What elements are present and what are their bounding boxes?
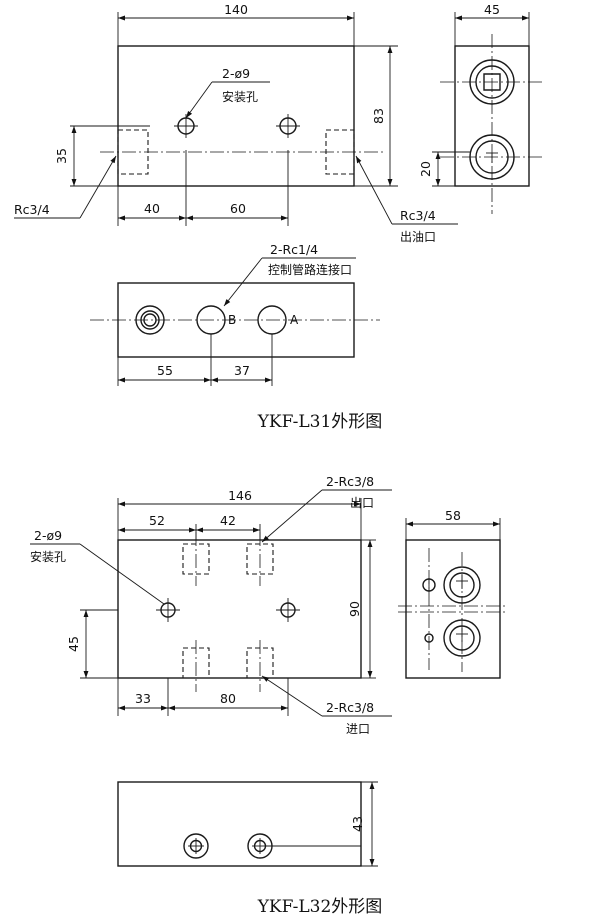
l31-mount-hole-label: 2-ø9 (222, 66, 250, 81)
l31-side-view: 45 20 (418, 2, 544, 214)
l32-outlet-cn: 出口 (350, 496, 374, 510)
l32-outlet-label: 2-Rc3/8 (326, 474, 374, 489)
l31-dim-37: 37 (234, 363, 250, 378)
l32-dim-45: 45 (66, 636, 81, 652)
l31-caption: YKF-L31外形图 (257, 412, 383, 432)
l31-height-dim: 83 (371, 108, 386, 124)
l31-side-dim-20: 20 (418, 161, 433, 177)
l32-mount-hole-label: 2-ø9 (34, 528, 62, 543)
l31-control-label: 2-Rc1/4 (270, 242, 318, 257)
l31-outlet-cn: 出油口 (400, 230, 436, 244)
l31-top-view: B A 55 37 2-Rc1/4 控制管路连接口 (90, 242, 380, 386)
l32-side-view: 58 (398, 508, 508, 679)
l31-width-dim: 140 (224, 2, 248, 17)
l32-dim-52: 52 (149, 513, 165, 528)
l31-pitch-dim: 35 (54, 148, 69, 164)
l32-width-dim: 146 (228, 488, 252, 503)
l32-dim-80: 80 (220, 691, 236, 706)
l31-mount-hole-cn: 安装孔 (222, 89, 258, 104)
l31-side-width-dim: 45 (484, 2, 500, 17)
l31-dim-55: 55 (157, 363, 173, 378)
l31-control-cn: 控制管路连接口 (268, 262, 352, 277)
l32-caption: YKF-L32外形图 (257, 897, 383, 917)
l32-side-width-dim: 58 (445, 508, 461, 523)
l31-dim-60: 60 (230, 201, 246, 216)
l31-dim-40: 40 (144, 201, 160, 216)
l31-port-b: B (228, 313, 236, 327)
l31-port-a: A (290, 313, 299, 327)
l32-bottom-view: 43 (117, 781, 378, 867)
l32-inlet-label: 2-Rc3/8 (326, 700, 374, 715)
l32-front-view: 146 52 42 90 45 33 80 2-Rc3/8 出口 2-ø9 安装… (30, 474, 392, 736)
l32-dim-42: 42 (220, 513, 236, 528)
l31-inlet-label: Rc3/4 (14, 202, 50, 217)
l32-mount-hole-cn: 安装孔 (30, 549, 66, 564)
l31-front-view: 140 83 35 40 60 2-ø9 安装孔 Rc3/4 Rc3/4 出油口 (14, 2, 458, 244)
l32-dim-33: 33 (135, 691, 151, 706)
l32-inlet-cn: 进口 (346, 722, 370, 736)
l32-bottom-height-dim: 43 (350, 816, 365, 832)
l31-outlet-label: Rc3/4 (400, 208, 436, 223)
l32-height-dim: 90 (347, 601, 362, 617)
